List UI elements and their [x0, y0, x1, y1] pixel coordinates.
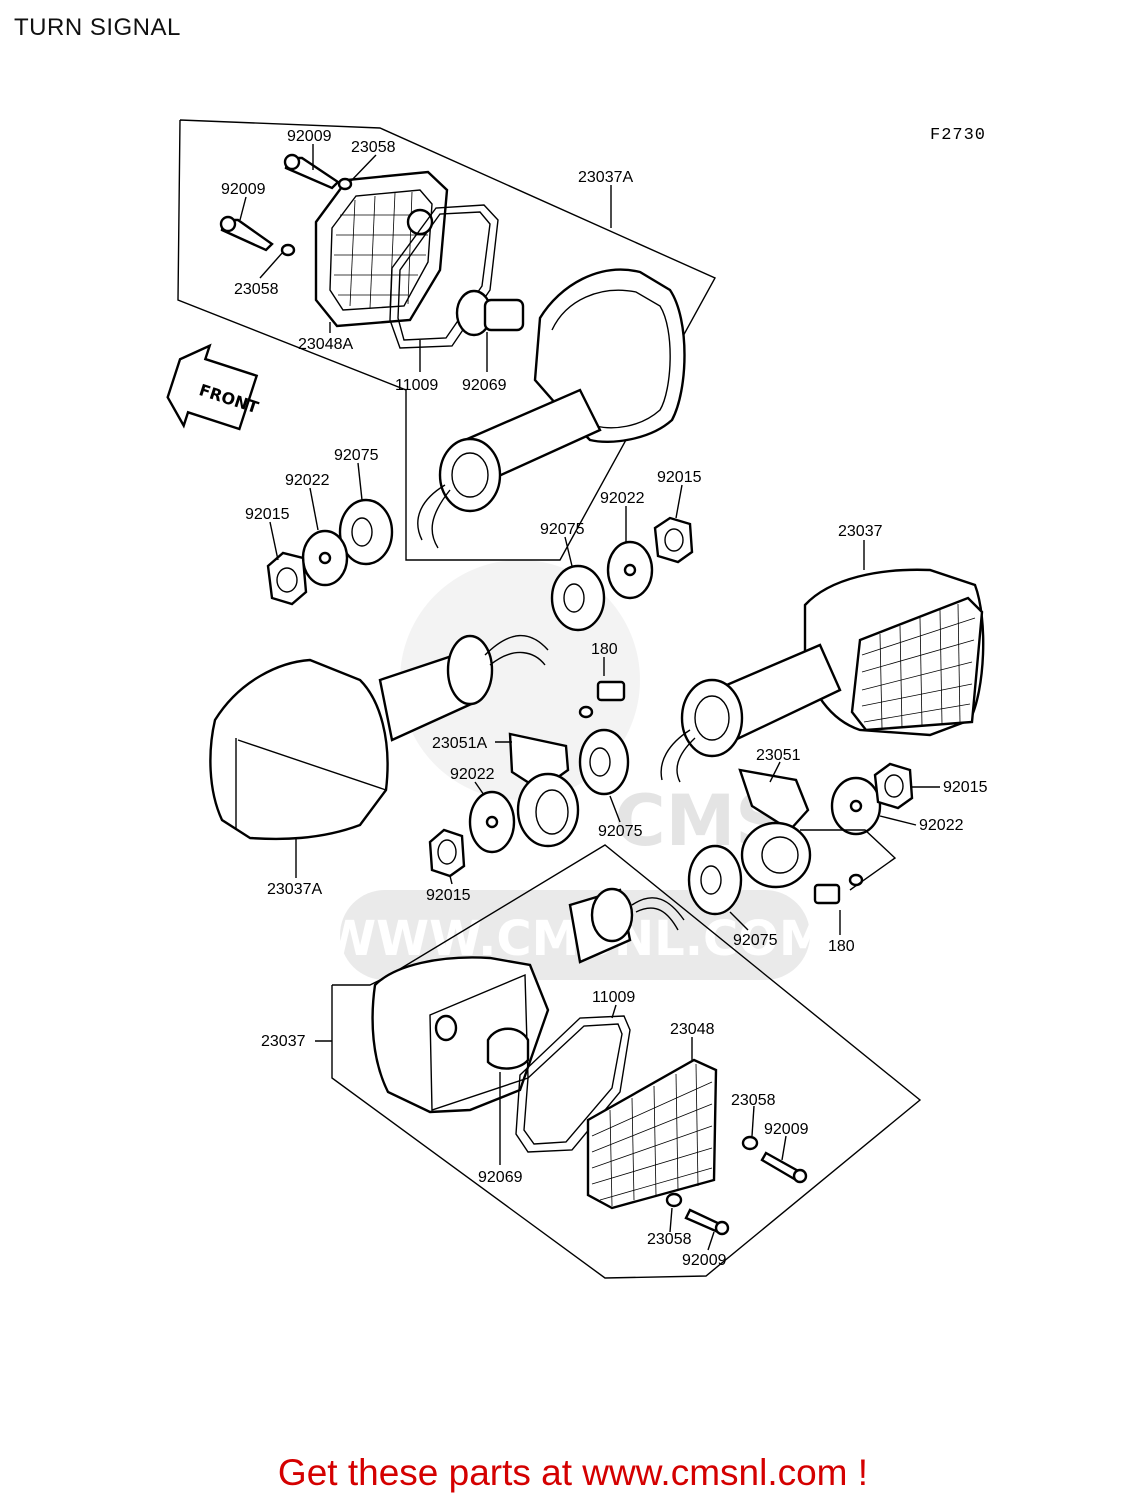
- housing-23037A: [417, 268, 686, 549]
- part-label: 23058: [731, 1092, 776, 1109]
- part-label: 92075: [733, 932, 778, 949]
- part-label: 23037A: [267, 881, 322, 898]
- part-label: 92075: [334, 447, 379, 464]
- middle-right-turn-signal: [660, 568, 985, 916]
- top-turn-signal-assembly: [177, 119, 716, 606]
- lens-23048A: [314, 170, 449, 328]
- part-label: 180: [828, 938, 855, 955]
- page-title: TURN SIGNAL: [14, 14, 181, 41]
- part-label: 23037: [838, 523, 883, 540]
- part-label: 92022: [285, 472, 330, 489]
- footer-link[interactable]: Get these parts at www.cmsnl.com !: [277, 1452, 869, 1493]
- bolt-180-right: [813, 873, 864, 905]
- nut-92015-mid-top: [653, 516, 694, 564]
- middle-left-turn-signal: [209, 516, 694, 878]
- part-label: 92009: [682, 1252, 727, 1269]
- part-label: 23048: [670, 1021, 715, 1038]
- bracket-23051A: [508, 732, 580, 848]
- part-label: 92075: [598, 823, 643, 840]
- bolt-180-mid: [578, 680, 626, 719]
- part-label: 180: [591, 641, 618, 658]
- bracket-23051: [738, 768, 812, 889]
- grommet-92075-right: [687, 844, 743, 916]
- screw-92009-a: [283, 153, 340, 190]
- grommet-92075-mid: [578, 728, 630, 796]
- screw-92009-c: [760, 1151, 808, 1184]
- nut-92015-right: [873, 762, 914, 810]
- diagram-code: F2730: [930, 126, 986, 145]
- part-label: 23051: [756, 747, 801, 764]
- washer-92022-right: [830, 776, 882, 836]
- part-label: 92009: [764, 1121, 809, 1138]
- part-label: 23051A: [432, 735, 487, 752]
- leader-lines: [239, 144, 940, 1251]
- part-label: 23048A: [298, 336, 353, 353]
- part-label: 92022: [450, 766, 495, 783]
- lens-23048: [586, 1058, 718, 1210]
- washer-92022-mid-left: [468, 790, 516, 854]
- grommet-92075-top: [338, 498, 394, 566]
- part-label: 92022: [919, 817, 964, 834]
- part-label: 92069: [462, 377, 507, 394]
- part-label: 23058: [351, 139, 396, 156]
- screw-92009-d: [684, 1208, 730, 1236]
- part-label: 92075: [540, 521, 585, 538]
- part-label: 92015: [657, 469, 702, 486]
- part-label: 92009: [287, 128, 332, 145]
- grommet-92075-mid-top: [550, 564, 606, 632]
- part-label: 23037: [261, 1033, 306, 1050]
- part-label: 11009: [592, 989, 635, 1006]
- screw-92009-b: [219, 215, 274, 252]
- part-labels: 92009 23058 23037A 92009 23058 23048A 11…: [221, 128, 988, 1269]
- part-label: 92069: [478, 1169, 523, 1186]
- bottom-turn-signal-assembly: [331, 844, 922, 1279]
- part-label: 92015: [426, 887, 471, 904]
- front-arrow: FRONT: [166, 343, 261, 431]
- part-label: 92009: [221, 181, 266, 198]
- washer-92022-mid-top: [606, 540, 654, 600]
- part-label: 92015: [943, 779, 988, 796]
- part-label: 23037A: [578, 169, 633, 186]
- part-label: 23058: [234, 281, 279, 298]
- washer-92022-top: [301, 529, 349, 587]
- part-label: 11009: [395, 377, 438, 394]
- part-label: 23058: [647, 1231, 692, 1248]
- part-label: 92015: [245, 506, 290, 523]
- part-label: 92022: [600, 490, 645, 507]
- nut-92015-mid-left: [428, 828, 466, 878]
- bulb-92069: [455, 289, 525, 337]
- nut-92015-top: [266, 551, 308, 606]
